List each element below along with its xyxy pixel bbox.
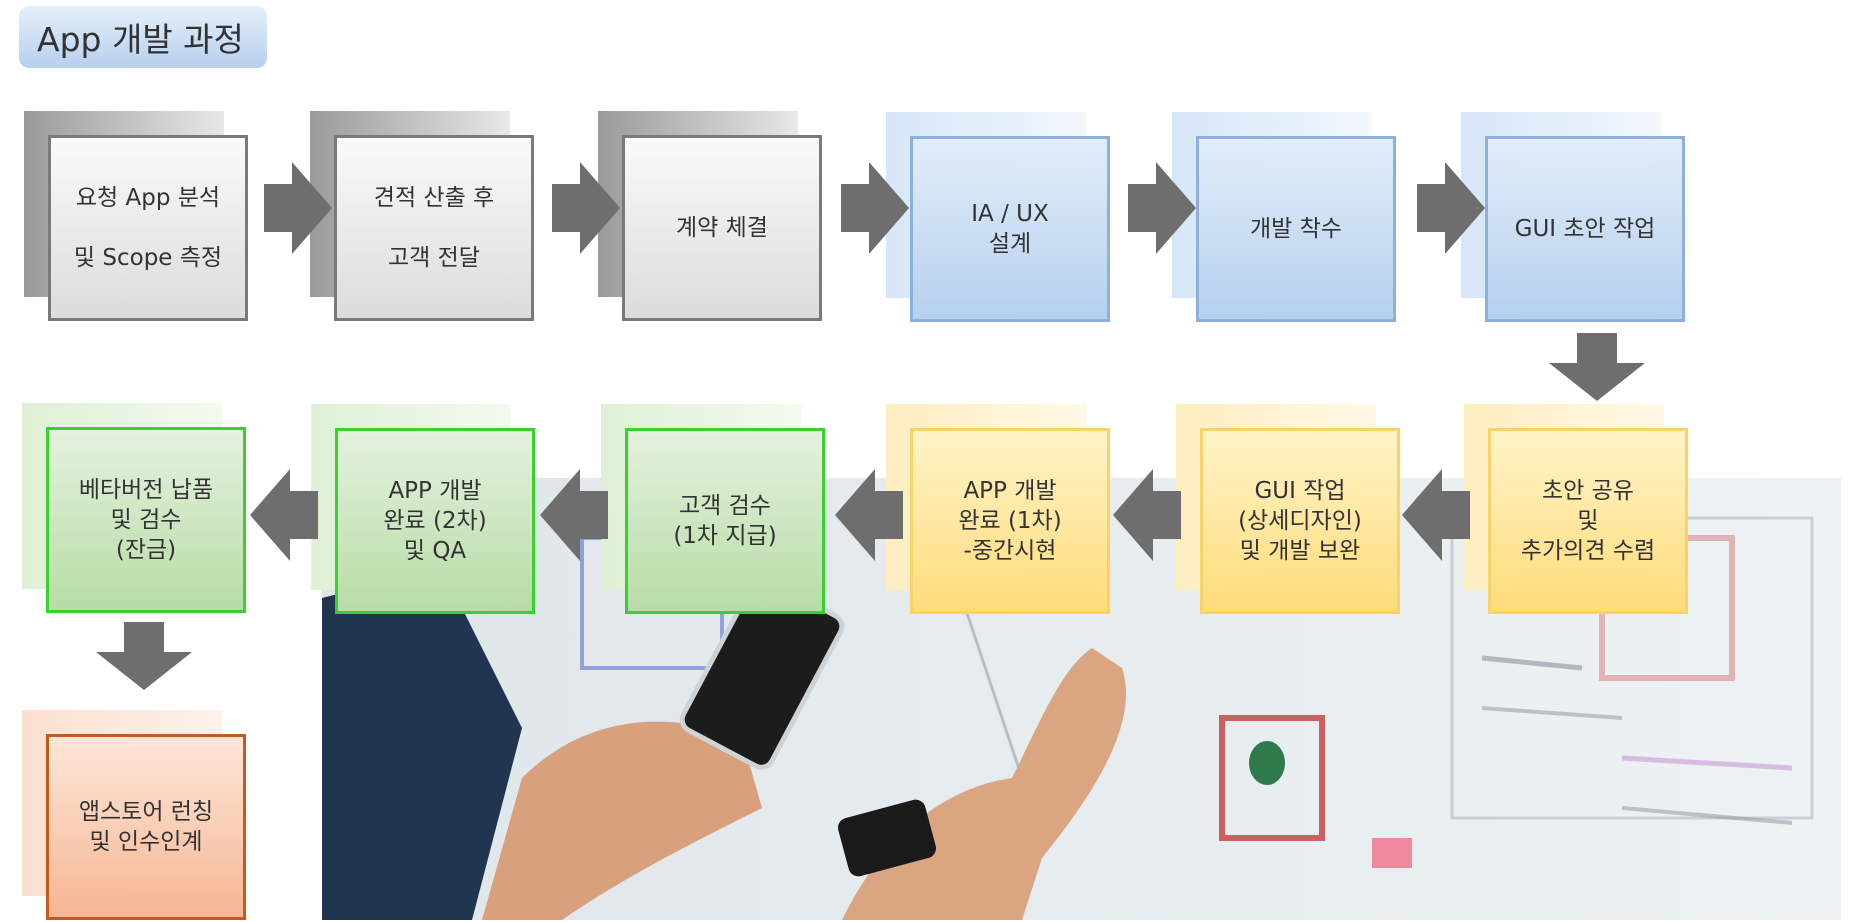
stage-label: 초안 공유 및 추가의견 수렴: [1488, 428, 1688, 614]
stage-app-dev-second: APP 개발 완료 (2차) 및 QA: [311, 404, 535, 614]
stage-gui-draft: GUI 초안 작업: [1461, 112, 1685, 322]
stage-label: 고객 검수 (1차 지급): [625, 428, 825, 614]
stage-label: GUI 초안 작업: [1485, 136, 1685, 322]
stage-label: APP 개발 완료 (2차) 및 QA: [335, 428, 535, 614]
arrow-right-icon: [1417, 162, 1485, 254]
stage-gui-detail: GUI 작업 (상세디자인) 및 개발 보완: [1176, 404, 1400, 614]
arrow-down-icon: [96, 622, 192, 690]
stage-ia-ux-design: IA / UX 설계: [886, 112, 1110, 322]
stage-app-dev-first: APP 개발 완료 (1차) -중간시현: [886, 404, 1110, 614]
stage-label: APP 개발 완료 (1차) -중간시현: [910, 428, 1110, 614]
stage-label: 요청 App 분석 및 Scope 측정: [48, 135, 248, 321]
arrow-left-icon: [1113, 469, 1181, 561]
arrow-right-icon: [264, 162, 332, 254]
arrow-left-icon: [1402, 469, 1470, 561]
stage-quote-delivery: 견적 산출 후 고객 전달: [310, 111, 534, 321]
arrow-left-icon: [540, 469, 608, 561]
stage-label: 개발 착수: [1196, 136, 1396, 322]
stage-label: GUI 작업 (상세디자인) 및 개발 보완: [1200, 428, 1400, 614]
stage-label: 앱스토어 런칭 및 인수인계: [46, 734, 246, 920]
arrow-right-icon: [552, 162, 620, 254]
arrow-down-icon: [1549, 333, 1645, 401]
stage-dev-start: 개발 착수: [1172, 112, 1396, 322]
page-title: App 개발 과정: [19, 6, 267, 68]
stage-contract: 계약 체결: [598, 111, 822, 321]
arrow-left-icon: [835, 469, 903, 561]
arrow-right-icon: [1128, 162, 1196, 254]
stage-label: 베타버전 납품 및 검수 (잔금): [46, 427, 246, 613]
stage-appstore-launch: 앱스토어 런칭 및 인수인계: [22, 710, 246, 920]
stage-app-analysis: 요청 App 분석 및 Scope 측정: [24, 111, 248, 321]
arrow-left-icon: [250, 469, 318, 561]
stage-label: 견적 산출 후 고객 전달: [334, 135, 534, 321]
stage-draft-share: 초안 공유 및 추가의견 수렴: [1464, 404, 1688, 614]
stage-label: IA / UX 설계: [910, 136, 1110, 322]
stage-client-review: 고객 검수 (1차 지급): [601, 404, 825, 614]
stage-beta-delivery: 베타버전 납품 및 검수 (잔금): [22, 403, 246, 613]
arrow-right-icon: [841, 162, 909, 254]
stage-label: 계약 체결: [622, 135, 822, 321]
